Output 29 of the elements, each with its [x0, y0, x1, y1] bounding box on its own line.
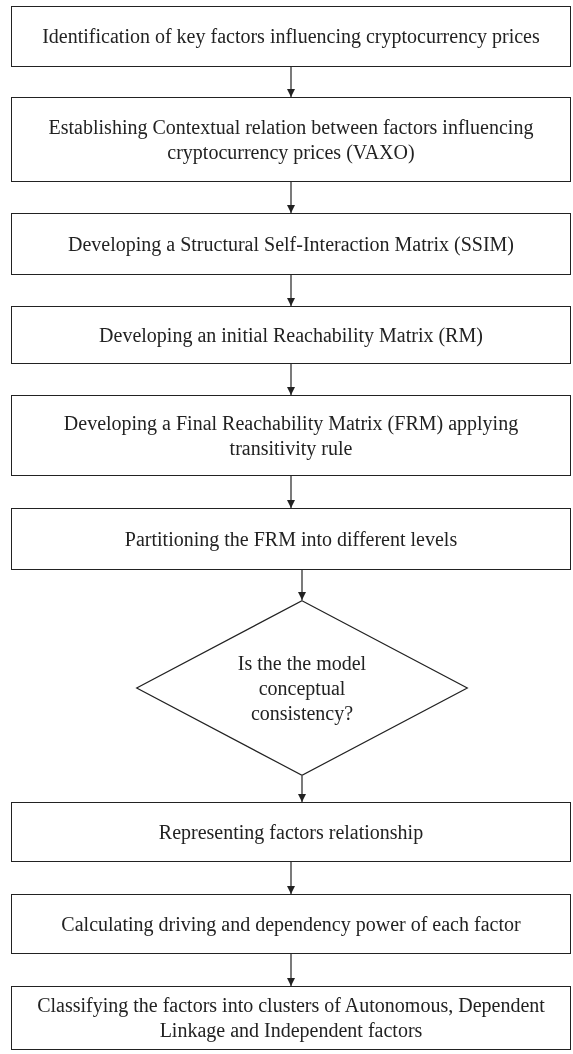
process-box [11, 802, 571, 862]
process-box [11, 986, 571, 1050]
step-text: Representing factors relationship [158, 819, 424, 845]
step-text: Developing an initial Reachability Matrix (RM) [99, 322, 483, 348]
arrow [287, 181, 295, 214]
arrow [287, 274, 295, 307]
arrow [287, 363, 295, 396]
arrow [287, 953, 295, 987]
arrow [298, 569, 306, 601]
step-text: Classifying the factors into clusters of Autonomous, Dependent Linkage and Independent factors [36, 993, 546, 1043]
process-box [11, 306, 571, 364]
process-box [11, 395, 571, 476]
step-text: Calculating driving and dependency power of each factor [61, 911, 521, 937]
process-box [11, 6, 571, 67]
step-text: Is the the model conceptual consistency? [236, 650, 368, 726]
step-text: Partitioning the FRM into different levels [124, 526, 458, 552]
step-text: Developing a Final Reachability Matrix (FRM) applying transitivity rule [62, 410, 520, 461]
decision-diamond [136, 600, 468, 776]
arrow [287, 861, 295, 895]
process-box [11, 97, 571, 182]
process-box [11, 894, 571, 954]
step-text: Establishing Contextual relation between factors influencing cryptocurrency prices (VAXO) [47, 114, 535, 165]
process-box [11, 508, 571, 570]
step-text: Identification of key factors influencing cryptocurrency prices [42, 24, 540, 49]
step-text: Developing a Structural Self-Interaction Matrix (SSIM) [68, 231, 514, 257]
process-box [11, 213, 571, 275]
arrow [287, 66, 295, 98]
arrow [298, 775, 306, 803]
arrow [287, 475, 295, 509]
